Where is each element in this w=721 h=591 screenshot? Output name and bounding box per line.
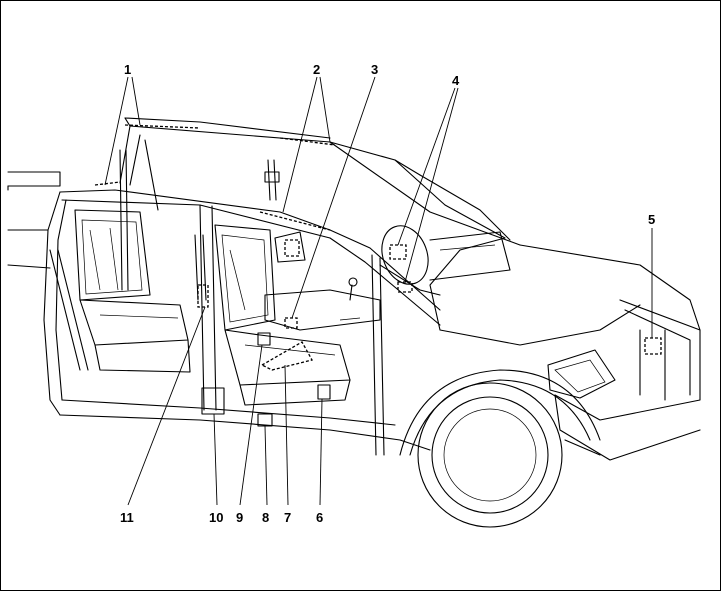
callout-1: 1 (124, 62, 131, 77)
occupant-sensor-marker (262, 342, 312, 370)
truck-bed (8, 172, 60, 268)
callout-9: 9 (236, 510, 243, 525)
component-markers (95, 125, 661, 426)
callout-3: 3 (371, 62, 378, 77)
front-wheel (400, 370, 600, 527)
curtain-airbag-rear-marker (95, 182, 120, 185)
cab-body (44, 118, 700, 460)
callout-5: 5 (648, 212, 655, 227)
curtain-airbag-front-marker (260, 212, 330, 230)
rear-seat (75, 210, 190, 372)
side-sensor-marker (198, 285, 208, 307)
callout-7: 7 (284, 510, 291, 525)
callout-2: 2 (313, 62, 320, 77)
front-sensor-marker (645, 338, 661, 354)
driver-airbag-marker (390, 245, 406, 259)
front-seat (215, 225, 350, 405)
callout-10: 10 (209, 510, 223, 525)
callout-4: 4 (452, 73, 460, 88)
pretensioner-marker (318, 385, 330, 399)
center-console (265, 278, 380, 330)
leader-lines (105, 77, 652, 505)
callout-11: 11 (120, 510, 134, 525)
callout-6: 6 (316, 510, 323, 525)
dashboard (275, 219, 510, 295)
callout-8: 8 (262, 510, 269, 525)
